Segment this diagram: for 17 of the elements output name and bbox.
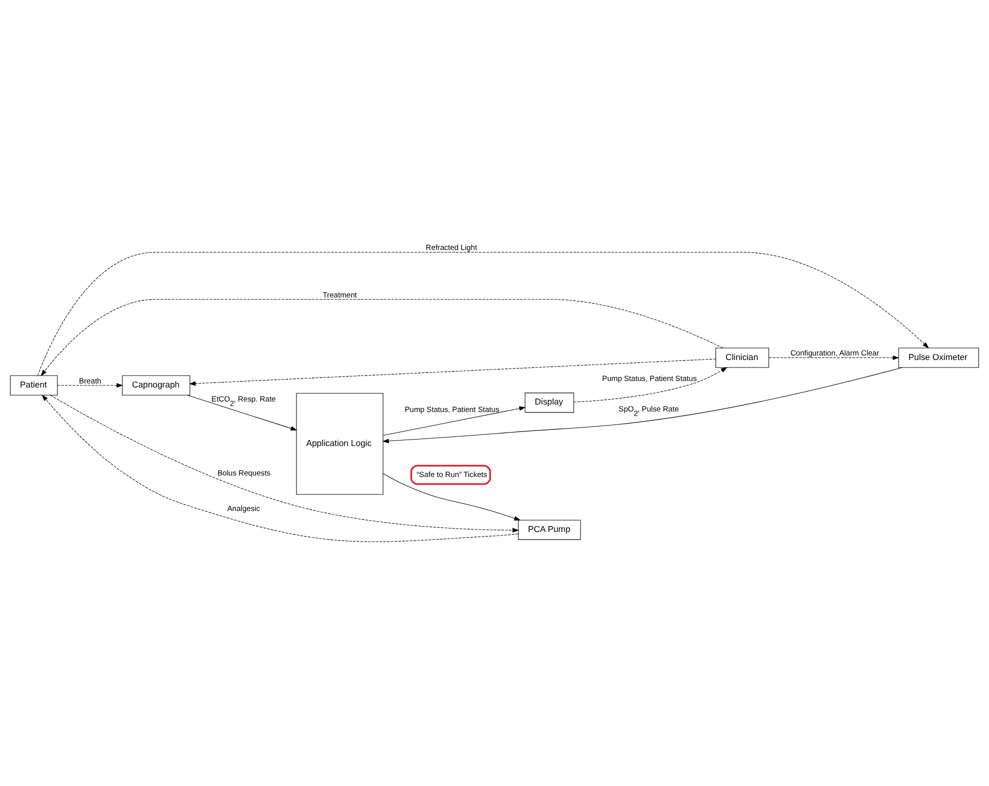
arrow: [383, 406, 526, 436]
node-box: Application Logic: [296, 392, 384, 495]
node-box: PCA Pump: [518, 520, 581, 540]
arrow: [768, 356, 900, 360]
arrow: [40, 299, 724, 376]
arrow: [37, 252, 929, 376]
node-box: Clinician: [716, 348, 770, 368]
node-box: Display: [524, 392, 574, 413]
arrow: [57, 383, 124, 388]
node-box: Capnograph: [122, 375, 190, 396]
node-box: Patient: [10, 375, 58, 396]
arrow: [574, 367, 728, 402]
node-box: Pulse Oximeter: [898, 348, 979, 368]
arrow: [186, 394, 298, 431]
arrow: [382, 367, 903, 444]
arrow: [189, 358, 716, 386]
arrow: [382, 473, 521, 520]
